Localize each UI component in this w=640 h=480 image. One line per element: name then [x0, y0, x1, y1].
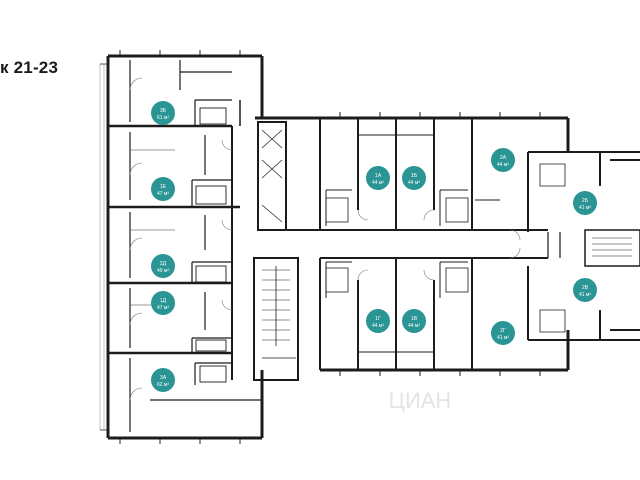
apartment-code: 1Д: [160, 298, 167, 304]
apartment-area: 61 м²: [157, 115, 169, 121]
apartment-area: 62 м²: [157, 382, 169, 388]
apartment-badge-circle: [151, 101, 175, 125]
apartment-badge-circle: [402, 166, 426, 190]
apartment-badge-circle: [573, 191, 597, 215]
apartment-code: 3Б: [160, 108, 167, 114]
apartment-badge-circle: [151, 177, 175, 201]
apartment-area: 41 м²: [497, 335, 509, 341]
apartment-badge-circle: [151, 368, 175, 392]
apartment-code: 1Б: [411, 173, 418, 179]
left-wing: [99, 50, 264, 444]
apartment-badge-circle: [491, 148, 515, 172]
apartment-area: 44 м²: [372, 323, 384, 329]
apartment-code: 3А: [160, 375, 167, 381]
watermark-text: ЦИАН: [389, 388, 452, 413]
apartment-area: 41 м²: [579, 292, 591, 298]
building-core: [253, 116, 320, 381]
apartment-area: 44 м²: [408, 323, 420, 329]
apartment-badge-circle: [151, 254, 175, 278]
apartment-code: 2А: [500, 155, 507, 161]
apartment-area: 44 м²: [408, 180, 420, 186]
apartment-code: 1А: [375, 173, 382, 179]
apartment-code: 2Д: [160, 261, 167, 267]
apartment-badge-circle: [366, 309, 390, 333]
apartment-badge-circle: [366, 166, 390, 190]
apartment-code: 1В: [411, 316, 418, 322]
apartment-badge-circle: [491, 321, 515, 345]
apartment-code: 1Е: [160, 184, 167, 190]
apartment-area: 49 м²: [157, 268, 169, 274]
apartment-code: 1Г: [375, 316, 381, 322]
apartment-badge-circle: [573, 278, 597, 302]
apartment-code: 2Г: [500, 328, 506, 334]
apartment-area: 44 м²: [372, 180, 384, 186]
apartment-code: 2Б: [582, 198, 589, 204]
apartment-area: 47 м²: [157, 191, 169, 197]
building-section-title: к 21-23: [0, 58, 59, 77]
apartment-code: 2В: [582, 285, 589, 291]
apartment-badge-circle: [151, 291, 175, 315]
apartment-area: 41 м²: [579, 205, 591, 211]
apartment-area: 44 м²: [497, 162, 509, 168]
right-wing: [319, 112, 640, 376]
apartment-badge-circle: [402, 309, 426, 333]
apartment-area: 47 м²: [157, 305, 169, 311]
